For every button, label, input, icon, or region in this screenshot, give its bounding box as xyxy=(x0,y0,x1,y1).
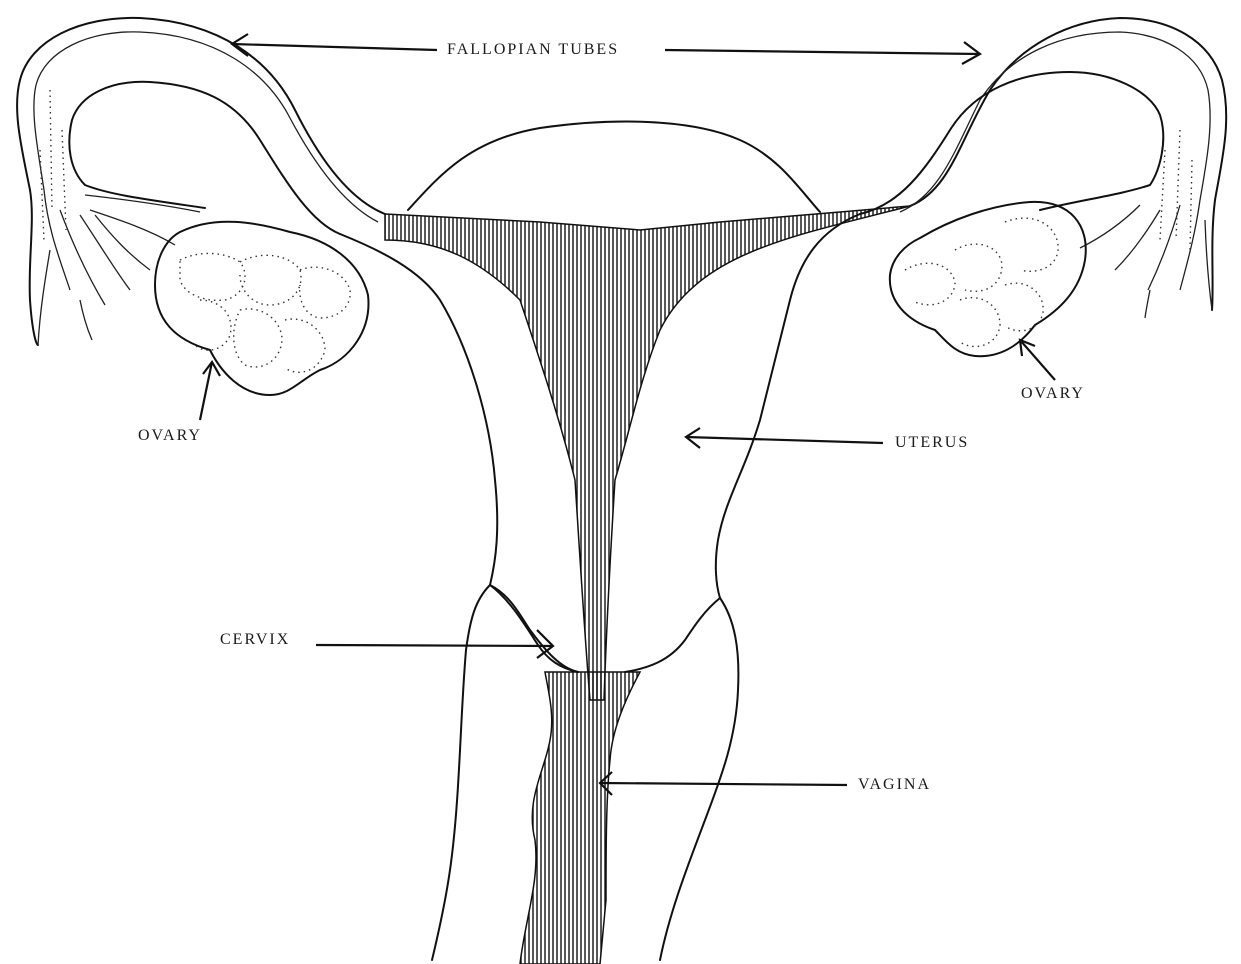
uterus-leader xyxy=(686,428,883,448)
label-ovary-right: OVARY xyxy=(1021,385,1085,403)
left-fimbriae xyxy=(38,190,200,345)
fallopian-tubes-leader-right xyxy=(665,42,980,64)
left-ovary xyxy=(155,222,368,395)
vaginal-canal xyxy=(520,672,640,964)
uterine-fundus xyxy=(408,122,820,212)
left-fallopian-tube xyxy=(17,18,385,345)
cervix-leader xyxy=(316,630,553,658)
right-ovary xyxy=(890,202,1086,356)
label-fallopian-tubes: FALLOPIAN TUBES xyxy=(447,41,619,59)
label-vagina: VAGINA xyxy=(858,776,931,794)
cervix-outline xyxy=(490,585,578,672)
vagina-leader xyxy=(600,772,847,795)
fallopian-tubes-leader-left xyxy=(232,34,437,56)
label-cervix: CERVIX xyxy=(220,631,290,649)
right-fimbriae xyxy=(1080,200,1212,318)
ovary-right-leader xyxy=(1020,340,1055,380)
ovary-left-leader xyxy=(200,362,220,420)
label-uterus: UTERUS xyxy=(895,434,969,452)
vaginal-wall-right xyxy=(660,598,738,960)
vaginal-wall-left xyxy=(432,585,490,960)
uterine-cavity xyxy=(385,206,910,700)
label-ovary-left: OVARY xyxy=(138,427,202,445)
